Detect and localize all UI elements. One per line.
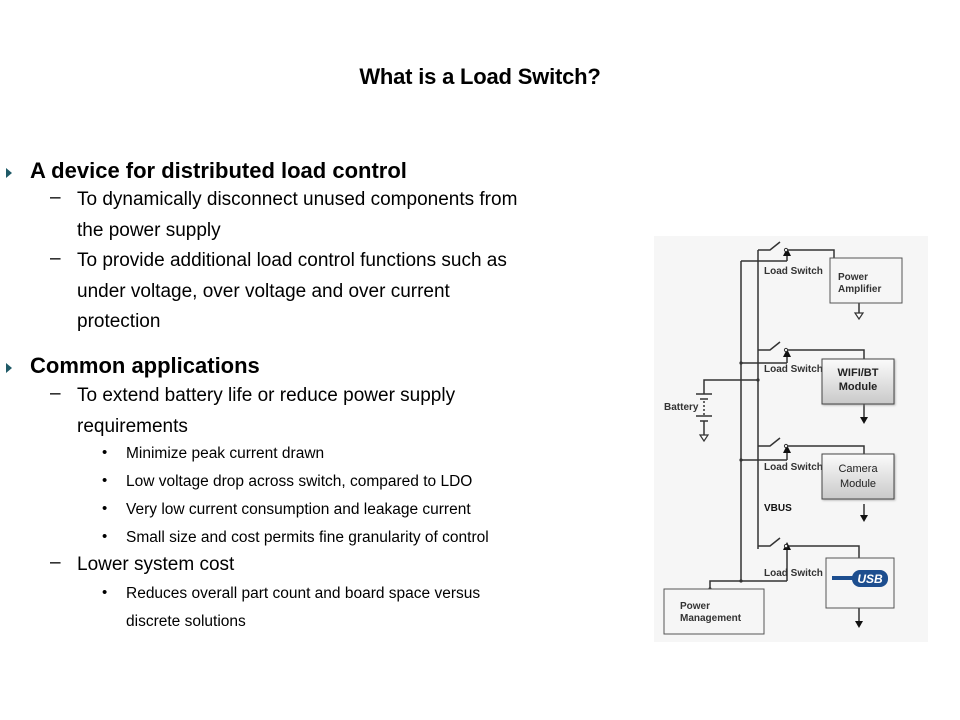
load-switch-label: Load Switch [764,364,823,375]
item-text: To extend battery life or reduce power s… [77,385,456,406]
svg-text:Camera: Camera [838,463,878,475]
sub-bullet-text: Reduces overall part count and board spa… [126,585,481,602]
load-switch-label: Load Switch [764,266,823,277]
load-switch-diagram: Load Switch Load Switch Load Switch Load… [654,236,928,642]
power-management-block: Power Management [663,588,765,635]
dot-marker: • [102,528,108,545]
pm-wire [709,580,741,589]
camera-module-block: Camera Module [821,453,895,500]
bullet-triangle-icon [6,363,12,373]
load-switch-label: Load Switch [764,462,823,473]
sub-bullet: Small size and cost permits fine granula… [126,529,489,546]
sub-bullet-text: discrete solutions [126,613,246,630]
list-item: To dynamically disconnect unused compone… [77,185,647,246]
svg-text:Module: Module [840,478,876,490]
ground-symbols [698,312,865,443]
svg-text:Management: Management [680,613,742,624]
vbus-label: VBUS [764,503,792,514]
svg-text:Amplifier: Amplifier [838,284,881,295]
bullet-triangle-icon [6,168,12,178]
switch-row-2 [741,341,865,364]
svg-text:Power: Power [680,601,710,612]
item-text: protection [77,311,161,332]
svg-text:Power: Power [838,272,868,283]
switch-row-4 [741,537,860,582]
sub-bullet: Very low current consumption and leakage… [126,501,471,518]
list-item: Lower system cost [77,554,235,575]
slide-title: What is a Load Switch? [359,64,601,89]
sub-bullet: Low voltage drop across switch, compared… [126,473,473,490]
dot-marker: • [102,584,108,601]
power-amplifier-block: Power Amplifier [829,257,903,304]
item-text: To dynamically disconnect unused compone… [77,189,518,210]
list-item: To provide additional load control funct… [77,246,647,338]
sub-bullet: Minimize peak current drawn [126,445,325,462]
svg-text:Module: Module [839,381,878,393]
item-text: requirements [77,415,188,437]
item-text: under voltage, over voltage and over cur… [77,280,450,302]
usb-logo-icon: USB [832,570,888,587]
switch-arrows [783,248,868,628]
dash-marker: – [50,248,61,269]
battery-wire [703,379,758,394]
section-heading: A device for distributed load control [30,158,407,183]
dot-marker: • [102,500,108,517]
dot-marker: • [102,472,108,489]
list-item: To extend battery life or reduce power s… [77,381,647,442]
load-switch-label: Load Switch [764,568,823,579]
dash-marker: – [50,552,61,573]
section-heading: Common applications [30,353,260,378]
item-text: To provide additional load control funct… [77,250,507,271]
diagram-svg: Load Switch Load Switch Load Switch Load… [663,241,903,635]
usb-block: USB [825,557,895,609]
svg-text:USB: USB [857,572,883,586]
dash-marker: – [50,187,61,208]
item-text: the power supply [77,219,221,241]
svg-text:WIFI/BT: WIFI/BT [838,367,879,379]
battery-label: Battery [664,402,699,413]
wifi-bt-module-block: WIFI/BT Module [821,358,895,405]
dot-marker: • [102,444,108,461]
sub-bullet: Reduces overall part count and board spa… [126,580,636,636]
dash-marker: – [50,383,61,404]
